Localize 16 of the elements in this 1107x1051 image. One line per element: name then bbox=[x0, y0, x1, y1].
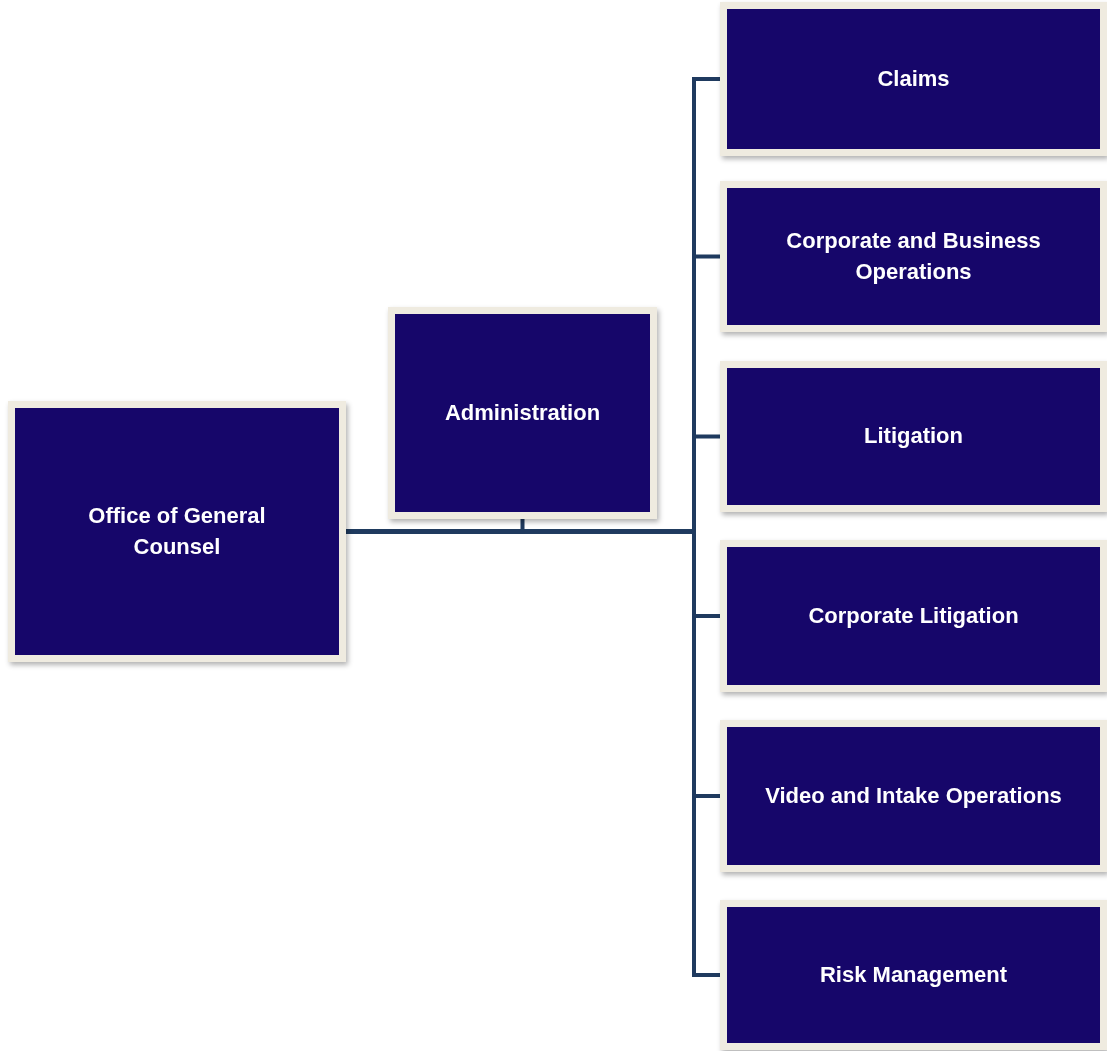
org-box bbox=[720, 720, 1107, 872]
box-label: Office of General Counsel bbox=[87, 501, 267, 561]
box-label: Video and Intake Operations bbox=[765, 781, 1062, 810]
org-box bbox=[720, 2, 1107, 156]
org-box bbox=[388, 307, 657, 519]
org-box bbox=[720, 361, 1107, 512]
box-label: Litigation bbox=[864, 422, 963, 451]
org-box bbox=[720, 540, 1107, 692]
box-label: Risk Management bbox=[819, 960, 1008, 989]
box-label: Corporate Litigation bbox=[808, 601, 1019, 630]
org-box bbox=[720, 181, 1107, 332]
org-box bbox=[8, 401, 346, 662]
box-label: Corporate and Business Operations bbox=[785, 226, 1042, 286]
box-label: Administration bbox=[444, 398, 601, 427]
org-box bbox=[720, 900, 1107, 1050]
box-label: Claims bbox=[877, 64, 950, 93]
